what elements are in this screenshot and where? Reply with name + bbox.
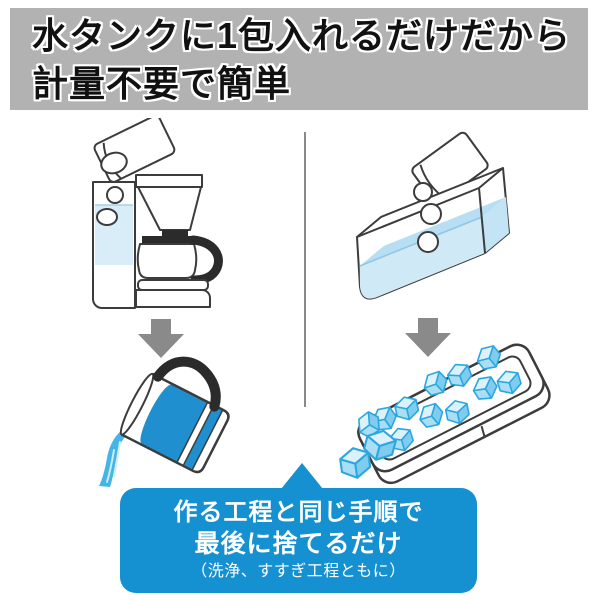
carafe-pouring-water-illustration [99,356,230,487]
pour-stream [99,428,133,487]
machine-base [135,289,211,308]
tank-water-surface [359,197,506,266]
carafe-glass [136,243,198,279]
machine-lid [135,174,203,188]
warming-plate [137,279,209,291]
tablets-dropping-icons [413,182,442,253]
tablet-dropping-icon [106,186,124,204]
tank-water-fill [359,217,485,299]
callout-text-line-2: 最後に捨てるだけ [194,530,403,558]
tilted-carafe [119,356,230,474]
coffee-maker-with-packet-illustration [92,118,223,309]
header-banner: 水タンクに1包入れるだけだから 計量不要で簡単 [10,8,588,110]
callout-pointer [281,463,323,489]
callout-bubble: 作る工程と同じ手順で 最後に捨てるだけ （洗浄、すすぎ工程ともに） [120,463,477,593]
carafe-water-fill [141,384,208,462]
column-divider [304,132,306,407]
cleaner-tablet-icon [100,151,128,175]
header-line-1: 水タンクに1包入れるだけだから [32,15,572,56]
water-tank-with-packet-illustration [356,131,510,300]
callout-text-line-3: （洗浄、すすぎ工程ともに） [191,563,406,580]
header-line-2: 計量不要で簡単 [32,63,292,104]
callout-text-line-1: 作る工程と同じ手順で [173,499,424,526]
down-arrow-icon [138,319,184,358]
tilted-ice-tray [352,341,551,485]
ice-tray-illustration [337,341,551,485]
water-surface [140,384,173,444]
tablet-in-tank-icon [96,208,118,226]
filter-basket [137,186,202,231]
carafe-handle [152,356,221,412]
carafe-lid [142,236,193,244]
coffee-machine-body [92,174,223,309]
cleaner-packet-icon [93,118,176,183]
